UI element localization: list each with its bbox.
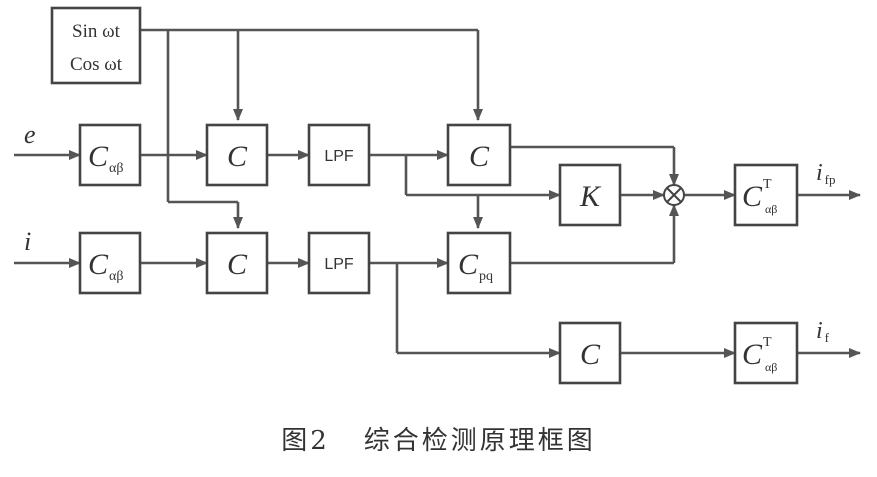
block-sub-label: pq	[479, 269, 493, 284]
block-sub-label: αβ	[109, 161, 123, 176]
block-main-label: C	[742, 180, 763, 213]
figure-caption: 图2 综合检测原理框图	[0, 420, 877, 457]
svg-text:Cpq: Cpq	[458, 248, 493, 284]
block-label: C	[580, 338, 601, 371]
input-e-label: e	[24, 120, 36, 149]
c-alpha-beta-block-e: Cαβ	[78, 123, 142, 187]
sin-label: Sin ωt	[72, 21, 121, 42]
c-block-e: C	[205, 123, 269, 187]
svg-text:CT: CT	[742, 335, 772, 371]
multiplier-node	[663, 184, 685, 206]
block-label: C	[227, 140, 248, 173]
figure-number: 图2	[281, 426, 330, 456]
c-alpha-beta-block-i: Cαβ	[78, 231, 142, 295]
figure-title: 综合检测原理框图	[363, 426, 596, 456]
svg-text:if: if	[816, 318, 830, 345]
c-block-lower: C	[558, 321, 622, 385]
block-sup-label: T	[763, 177, 772, 192]
block-label: C	[469, 140, 490, 173]
block-sub-label: αβ	[765, 360, 777, 374]
block-main-label: C	[742, 338, 763, 371]
output-fp-sub: fp	[825, 172, 836, 187]
svg-text:Cαβ: Cαβ	[88, 140, 123, 176]
block-sup-label: T	[763, 335, 772, 350]
c-inverse-alpha-beta-block-fp: CT αβ	[733, 163, 799, 227]
sin-cos-generator-block: Sin ωt Cos ωt	[50, 6, 142, 85]
block-label: C	[227, 248, 248, 281]
block-label: LPF	[324, 148, 354, 165]
cos-label: Cos ωt	[70, 54, 123, 75]
block-label: LPF	[324, 256, 354, 273]
block-main-label: C	[88, 140, 109, 173]
input-i-label: i	[24, 227, 31, 256]
block-label: K	[579, 180, 602, 213]
c-block-e-second: C	[446, 123, 512, 187]
output-f-sub: f	[825, 330, 830, 345]
block-main-label: C	[458, 248, 479, 281]
svg-text:Cαβ: Cαβ	[88, 248, 123, 284]
lpf-block-i: LPF	[307, 231, 371, 295]
signal-lines	[14, 28, 861, 358]
lpf-block-e: LPF	[307, 123, 371, 187]
c-inverse-alpha-beta-block-f: CT αβ	[733, 321, 799, 385]
c-pq-block: Cpq	[446, 231, 512, 295]
block-sub-label: αβ	[109, 269, 123, 284]
svg-text:ifp: ifp	[816, 160, 836, 187]
output-f-label: i	[816, 318, 823, 344]
output-fp-label: i	[816, 160, 823, 186]
c-block-i: C	[205, 231, 269, 295]
svg-text:CT: CT	[742, 177, 772, 213]
block-sub-label: αβ	[765, 202, 777, 216]
block-main-label: C	[88, 248, 109, 281]
k-gain-block: K	[558, 163, 622, 227]
